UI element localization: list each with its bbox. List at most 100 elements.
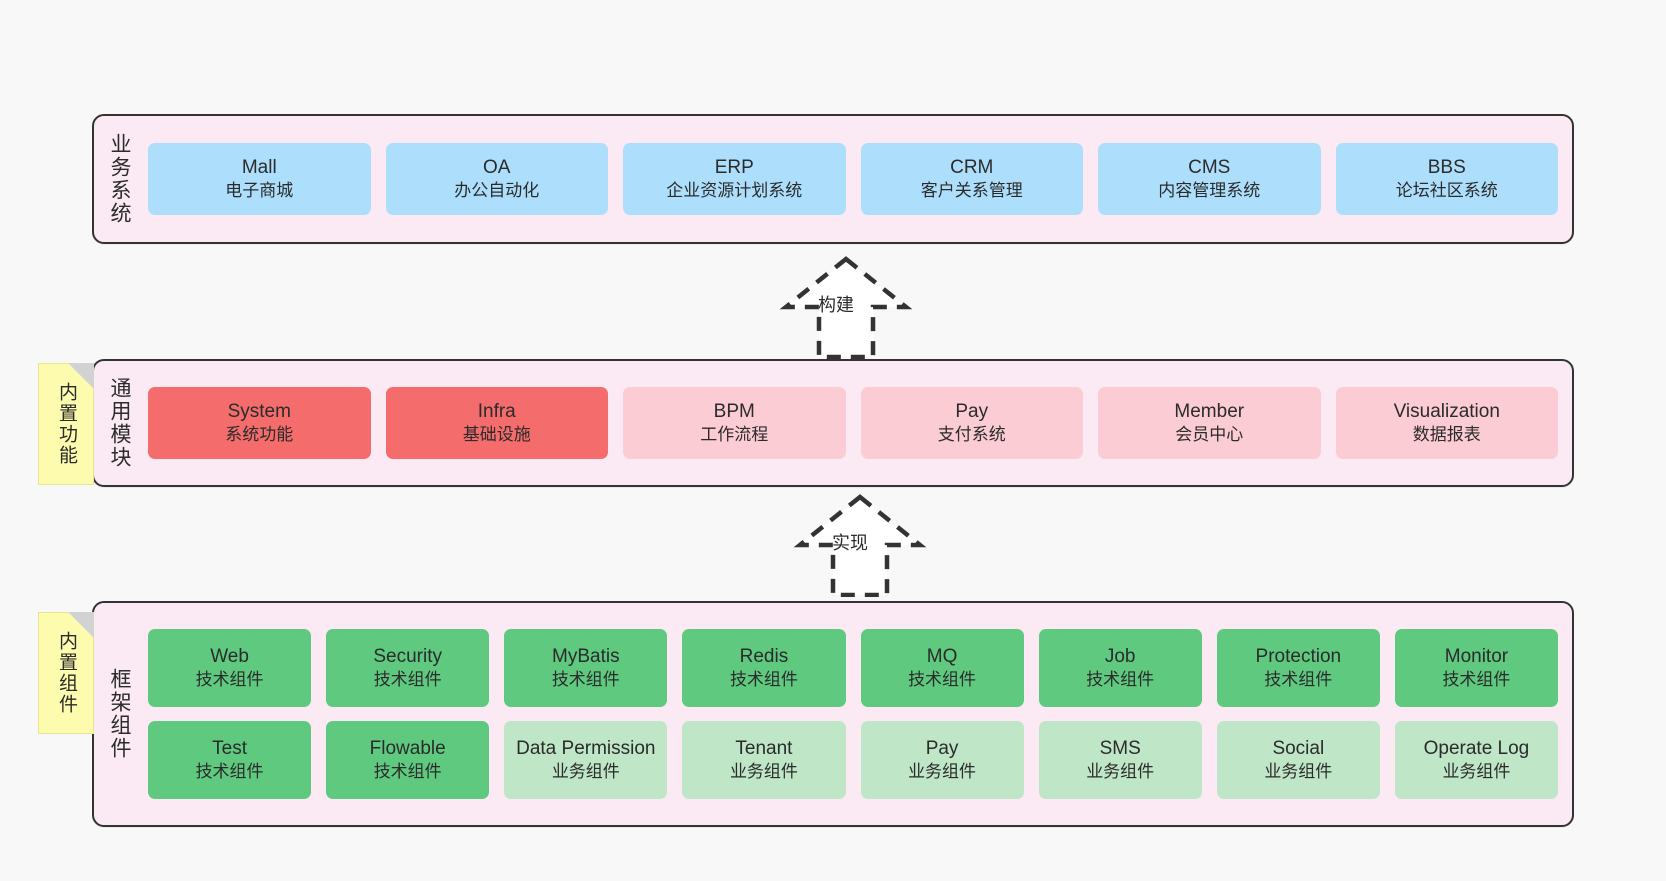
layer-body-business-system: Mall 电子商城 OA 办公自动化 ERP 企业资源计划系统 CRM 客户关系… — [144, 116, 1572, 242]
node-subtitle: 基础设施 — [462, 425, 531, 445]
node-job[interactable]: Job 技术组件 — [1038, 629, 1202, 707]
node-test[interactable]: Test 技术组件 — [148, 721, 312, 799]
node-operate-log[interactable]: Operate Log 业务组件 — [1394, 721, 1558, 799]
node-web[interactable]: Web 技术组件 — [148, 629, 312, 707]
node-title: BBS — [1427, 156, 1466, 178]
node-social[interactable]: Social 业务组件 — [1216, 721, 1380, 799]
node-subtitle: 技术组件 — [1442, 670, 1511, 690]
node-title: Pay — [955, 400, 989, 422]
node-bpm[interactable]: BPM 工作流程 — [623, 387, 846, 459]
arrow-build-label: 构建 — [818, 295, 854, 315]
node-security[interactable]: Security 技术组件 — [326, 629, 490, 707]
node-subtitle: 业务组件 — [1086, 762, 1155, 782]
node-visualization[interactable]: Visualization 数据报表 — [1335, 387, 1558, 459]
node-subtitle: 技术组件 — [1086, 670, 1155, 690]
node-subtitle: 技术组件 — [908, 670, 977, 690]
sticky-note-builtin-component: 内置组件 — [38, 612, 94, 734]
node-subtitle: 业务组件 — [729, 762, 798, 782]
node-sms[interactable]: SMS 业务组件 — [1038, 721, 1202, 799]
node-row: Mall 电子商城 OA 办公自动化 ERP 企业资源计划系统 CRM 客户关系… — [148, 143, 1558, 215]
layer-title-framework-components: 框架组件 — [108, 668, 132, 760]
node-title: Social — [1272, 737, 1325, 759]
node-subtitle: 业务组件 — [1264, 762, 1333, 782]
node-title: Flowable — [369, 737, 446, 759]
node-subtitle: 技术组件 — [195, 762, 264, 782]
node-erp[interactable]: ERP 企业资源计划系统 — [623, 143, 846, 215]
node-title: MQ — [926, 645, 958, 667]
node-title: Redis — [739, 645, 789, 667]
node-subtitle: 技术组件 — [551, 670, 620, 690]
node-title: Security — [373, 645, 442, 667]
node-title: Monitor — [1444, 645, 1509, 667]
node-pay-module[interactable]: Pay 支付系统 — [860, 387, 1083, 459]
node-subtitle: 技术组件 — [373, 670, 442, 690]
node-crm[interactable]: CRM 客户关系管理 — [860, 143, 1083, 215]
node-subtitle: 数据报表 — [1412, 425, 1481, 445]
node-subtitle: 业务组件 — [551, 762, 620, 782]
node-title: Mall — [241, 156, 277, 178]
node-subtitle: 系统功能 — [225, 425, 294, 445]
node-member[interactable]: Member 会员中心 — [1098, 387, 1321, 459]
node-subtitle: 办公自动化 — [454, 181, 540, 201]
node-system[interactable]: System 系统功能 — [148, 387, 371, 459]
node-infra[interactable]: Infra 基础设施 — [385, 387, 608, 459]
node-subtitle: 技术组件 — [729, 670, 798, 690]
node-title: Data Permission — [516, 737, 656, 759]
node-title: CMS — [1188, 156, 1231, 178]
node-subtitle: 工作流程 — [700, 425, 769, 445]
node-title: Test — [212, 737, 247, 759]
node-subtitle: 电子商城 — [225, 181, 294, 201]
node-subtitle: 论坛社区系统 — [1395, 181, 1498, 201]
node-redis[interactable]: Redis 技术组件 — [682, 629, 846, 707]
generalization-arrow-icon — [779, 256, 913, 360]
node-title: Infra — [477, 400, 516, 422]
node-title: Job — [1104, 645, 1136, 667]
node-subtitle: 支付系统 — [937, 425, 1006, 445]
node-subtitle: 业务组件 — [908, 762, 977, 782]
node-tenant[interactable]: Tenant 业务组件 — [682, 721, 846, 799]
node-title: SMS — [1099, 737, 1141, 759]
layer-business-system: 业务系统 Mall 电子商城 OA 办公自动化 ERP 企业资源计划系统 CRM… — [92, 114, 1574, 244]
generalization-arrow-icon — [793, 494, 927, 598]
node-title: BPM — [713, 400, 755, 422]
node-subtitle: 内容管理系统 — [1158, 181, 1261, 201]
arrow-implement: 实现 — [770, 487, 950, 598]
node-mq[interactable]: MQ 技术组件 — [860, 629, 1024, 707]
node-title: Operate Log — [1423, 737, 1530, 759]
node-title: ERP — [714, 156, 754, 178]
node-mall[interactable]: Mall 电子商城 — [148, 143, 371, 215]
node-row: Web 技术组件 Security 技术组件 MyBatis 技术组件 Redi… — [148, 629, 1558, 707]
node-row: Test 技术组件 Flowable 技术组件 Data Permission … — [148, 721, 1558, 799]
node-subtitle: 技术组件 — [1264, 670, 1333, 690]
node-pay-component[interactable]: Pay 业务组件 — [860, 721, 1024, 799]
node-protection[interactable]: Protection 技术组件 — [1216, 629, 1380, 707]
node-flowable[interactable]: Flowable 技术组件 — [326, 721, 490, 799]
node-bbs[interactable]: BBS 论坛社区系统 — [1335, 143, 1558, 215]
layer-body-common-modules: System 系统功能 Infra 基础设施 BPM 工作流程 Pay 支付系统… — [144, 361, 1572, 485]
layer-title-business-system: 业务系统 — [108, 133, 132, 225]
sticky-note-builtin-function: 内置功能 — [38, 363, 94, 485]
node-subtitle: 业务组件 — [1442, 762, 1511, 782]
node-row: System 系统功能 Infra 基础设施 BPM 工作流程 Pay 支付系统… — [148, 387, 1558, 459]
node-title: CRM — [950, 156, 994, 178]
layer-common-modules: 通用模块 System 系统功能 Infra 基础设施 BPM 工作流程 Pay… — [92, 359, 1574, 487]
node-subtitle: 企业资源计划系统 — [666, 181, 803, 201]
node-data-permission[interactable]: Data Permission 业务组件 — [504, 721, 668, 799]
layer-framework-components: 框架组件 Web 技术组件 Security 技术组件 MyBatis 技术组件… — [92, 601, 1574, 827]
node-subtitle: 技术组件 — [373, 762, 442, 782]
node-title: Web — [210, 645, 249, 667]
node-monitor[interactable]: Monitor 技术组件 — [1394, 629, 1558, 707]
node-mybatis[interactable]: MyBatis 技术组件 — [504, 629, 668, 707]
node-subtitle: 客户关系管理 — [920, 181, 1023, 201]
arrow-build: 构建 — [756, 249, 936, 360]
node-subtitle: 会员中心 — [1175, 425, 1244, 445]
node-title: Member — [1174, 400, 1245, 422]
node-title: Pay — [925, 737, 959, 759]
node-oa[interactable]: OA 办公自动化 — [385, 143, 608, 215]
node-title: Tenant — [735, 737, 793, 759]
node-cms[interactable]: CMS 内容管理系统 — [1098, 143, 1321, 215]
node-title: Visualization — [1393, 400, 1500, 422]
node-subtitle: 技术组件 — [195, 670, 264, 690]
node-title: Protection — [1255, 645, 1342, 667]
